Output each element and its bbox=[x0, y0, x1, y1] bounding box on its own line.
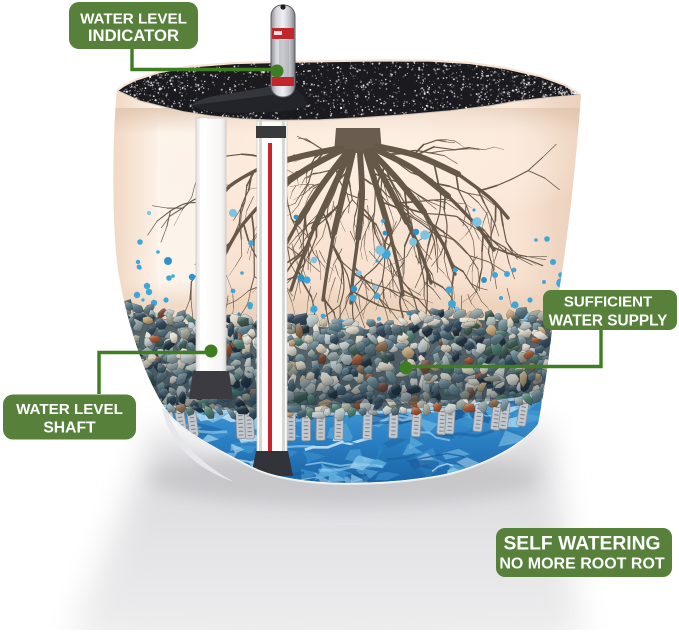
svg-text:SUFFICIENT: SUFFICIENT bbox=[564, 293, 652, 310]
svg-text:WATER LEVEL: WATER LEVEL bbox=[16, 401, 123, 418]
svg-text:SHAFT: SHAFT bbox=[43, 419, 96, 436]
svg-text:WATER LEVEL: WATER LEVEL bbox=[80, 10, 187, 27]
svg-text:SELF WATERING: SELF WATERING bbox=[503, 533, 660, 554]
svg-text:WATER SUPPLY: WATER SUPPLY bbox=[549, 312, 669, 329]
svg-text:INDICATOR: INDICATOR bbox=[88, 26, 179, 45]
svg-text:NO MORE ROOT ROT: NO MORE ROOT ROT bbox=[499, 556, 665, 573]
